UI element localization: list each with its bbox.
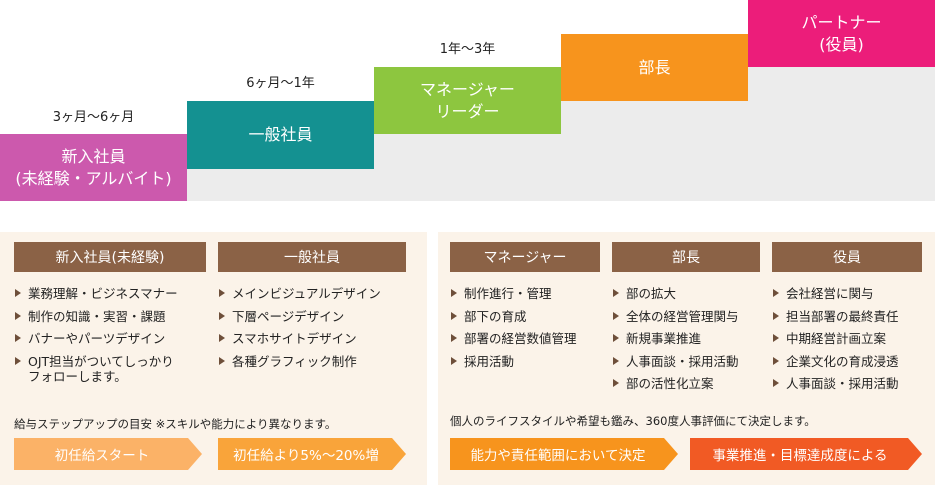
salary-arrow-increase: 初任給より5%〜20%増 <box>218 438 406 470</box>
list-item: 部の活性化立案 <box>612 376 770 391</box>
list-item: 人事面談・採用活動 <box>612 354 770 369</box>
step-general-employee: 一般社員 <box>187 101 374 169</box>
list-item: メインビジュアルデザイン <box>218 286 418 301</box>
list-item: 企業文化の育成浸透 <box>772 354 932 369</box>
list-item: 担当部署の最終責任 <box>772 309 932 324</box>
list-item: スマホサイトデザイン <box>218 331 418 346</box>
column-header-general-employee: 一般社員 <box>218 242 406 272</box>
duration-label: 3ヶ月〜6ヶ月 <box>52 110 135 125</box>
step-sublabel: (未経験・アルバイト) <box>15 168 172 188</box>
step-new-employee: 新入社員 (未経験・アルバイト) <box>0 134 187 201</box>
step-shadow <box>748 67 935 101</box>
duties-list-manager: 制作進行・管理 部下の育成 部署の経営数値管理 採用活動 <box>450 286 610 376</box>
step-department-head: 部長 <box>561 34 748 101</box>
salary-arrow-start: 初任給スタート <box>14 438 202 470</box>
list-item: 部下の育成 <box>450 309 610 324</box>
list-item: 人事面談・採用活動 <box>772 376 932 391</box>
list-item: 各種グラフィック制作 <box>218 354 418 369</box>
duration-label: 1年〜3年 <box>439 42 496 57</box>
salary-note: 給与ステップアップの目安 ※スキルや能力により異なります。 <box>14 417 337 431</box>
duties-list-general-employee: メインビジュアルデザイン 下層ページデザイン スマホサイトデザイン 各種グラフィ… <box>218 286 418 376</box>
step-sublabel: リーダー <box>435 101 500 121</box>
list-item: 業務理解・ビジネスマナー <box>14 286 214 301</box>
list-item: 制作の知識・実習・課題 <box>14 309 214 324</box>
list-item: 中期経営計画立案 <box>772 331 932 346</box>
step-shadow <box>374 134 935 169</box>
column-header-executive: 役員 <box>772 242 922 272</box>
duration-label: 6ヶ月〜1年 <box>246 76 315 91</box>
list-item: OJT担当がついてしっかり フォローします。 <box>14 354 214 384</box>
step-sublabel: (役員) <box>819 34 864 54</box>
evaluation-arrow-ability: 能力や責任範囲において決定 <box>450 438 678 470</box>
list-item: 下層ページデザイン <box>218 309 418 324</box>
column-header-new-employee: 新入社員(未経験) <box>14 242 206 272</box>
step-manager: マネージャー リーダー <box>374 67 561 134</box>
step-label: 一般社員 <box>248 125 313 144</box>
list-item: バナーやパーツデザイン <box>14 331 214 346</box>
list-item: 部の拡大 <box>612 286 770 301</box>
duties-list-new-employee: 業務理解・ビジネスマナー 制作の知識・実習・課題 バナーやパーツデザイン OJT… <box>14 286 214 391</box>
step-label: マネージャー <box>420 79 515 99</box>
column-header-department-head: 部長 <box>612 242 760 272</box>
step-partner: パートナー (役員) <box>748 0 935 67</box>
step-shadow <box>187 169 935 201</box>
evaluation-arrow-achievement: 事業推進・目標達成度による <box>690 438 922 470</box>
list-item: 会社経営に関与 <box>772 286 932 301</box>
step-shadow <box>561 101 935 134</box>
step-label: パートナー <box>801 12 882 32</box>
column-header-manager: マネージャー <box>450 242 600 272</box>
step-label: 新入社員 <box>61 146 126 166</box>
evaluation-note: 個人のライフスタイルや希望も鑑み、360度人事評価にて決定します。 <box>450 414 816 428</box>
list-item: 部署の経営数値管理 <box>450 331 610 346</box>
list-item: 全体の経営管理関与 <box>612 309 770 324</box>
list-item: 制作進行・管理 <box>450 286 610 301</box>
list-item: 採用活動 <box>450 354 610 369</box>
duties-list-executive: 会社経営に関与 担当部署の最終責任 中期経営計画立案 企業文化の育成浸透 人事面… <box>772 286 932 399</box>
duties-list-department-head: 部の拡大 全体の経営管理関与 新規事業推進 人事面談・採用活動 部の活性化立案 <box>612 286 770 399</box>
step-label: 部長 <box>638 57 671 77</box>
list-item: 新規事業推進 <box>612 331 770 346</box>
